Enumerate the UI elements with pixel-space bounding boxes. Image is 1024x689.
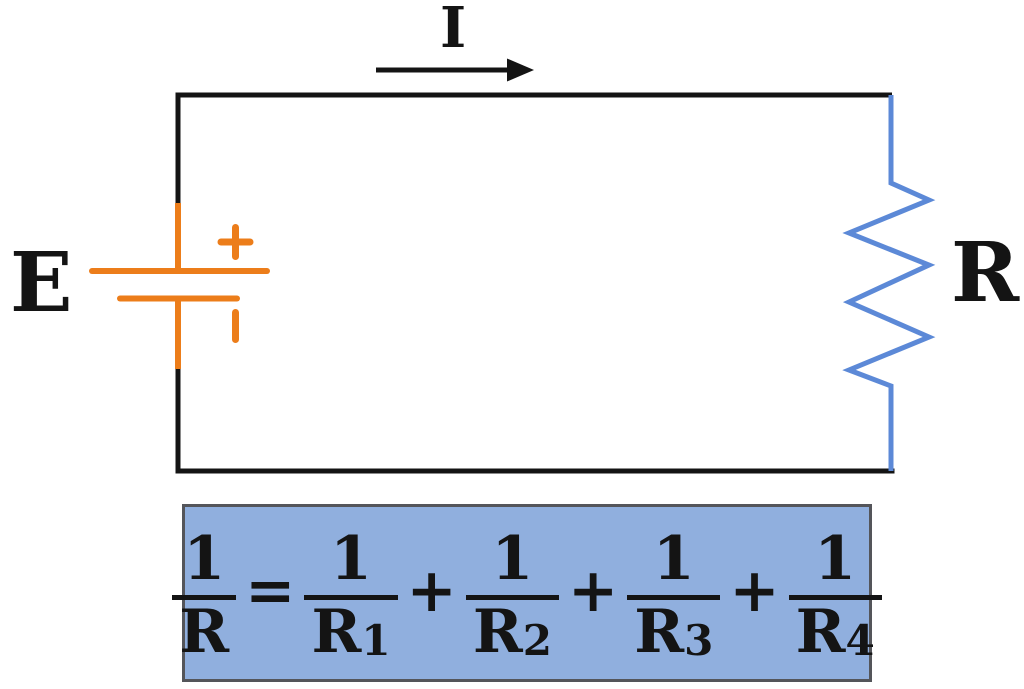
- battery-symbol: [89, 203, 270, 369]
- denominator-subscript: 2: [522, 616, 552, 665]
- denominator-subscript: 1: [361, 616, 391, 665]
- denominator-symbol: R: [179, 597, 230, 667]
- fraction-numerator: 1: [814, 524, 857, 594]
- plus-sign: +: [567, 556, 619, 626]
- fraction-numerator: 1: [183, 524, 226, 594]
- fraction-numerator: 1: [491, 524, 534, 594]
- equals-sign: =: [245, 556, 296, 626]
- denominator-symbol: R: [311, 597, 362, 667]
- resistor-symbol: [842, 95, 936, 471]
- fraction-numerator: 1: [330, 524, 372, 594]
- denominator-symbol: R: [795, 597, 846, 667]
- fraction-bar: [465, 595, 559, 600]
- denominator-symbol: R: [472, 597, 523, 667]
- fraction-numerator: 1: [652, 524, 695, 594]
- denominator-subscript: 3: [684, 616, 714, 665]
- resistor-label: R: [951, 225, 1020, 321]
- fraction-bar: [304, 595, 398, 600]
- plus-sign: +: [729, 556, 780, 626]
- denominator-subscript: 4: [845, 616, 875, 665]
- denominator-symbol: R: [634, 597, 685, 667]
- fraction-bar: [788, 595, 882, 600]
- fraction-denominator: R: [172, 602, 236, 681]
- fraction-bar: [172, 595, 237, 600]
- battery-plus-sign: [217, 224, 254, 260]
- fraction-total: 1 R: [172, 505, 237, 681]
- current-arrow: [376, 58, 534, 82]
- emf-label: E: [10, 235, 73, 331]
- current-label: I: [440, 0, 467, 61]
- current-arrow-head: [507, 58, 534, 82]
- plus-sign: +: [406, 556, 457, 626]
- fraction-bar: [627, 595, 721, 600]
